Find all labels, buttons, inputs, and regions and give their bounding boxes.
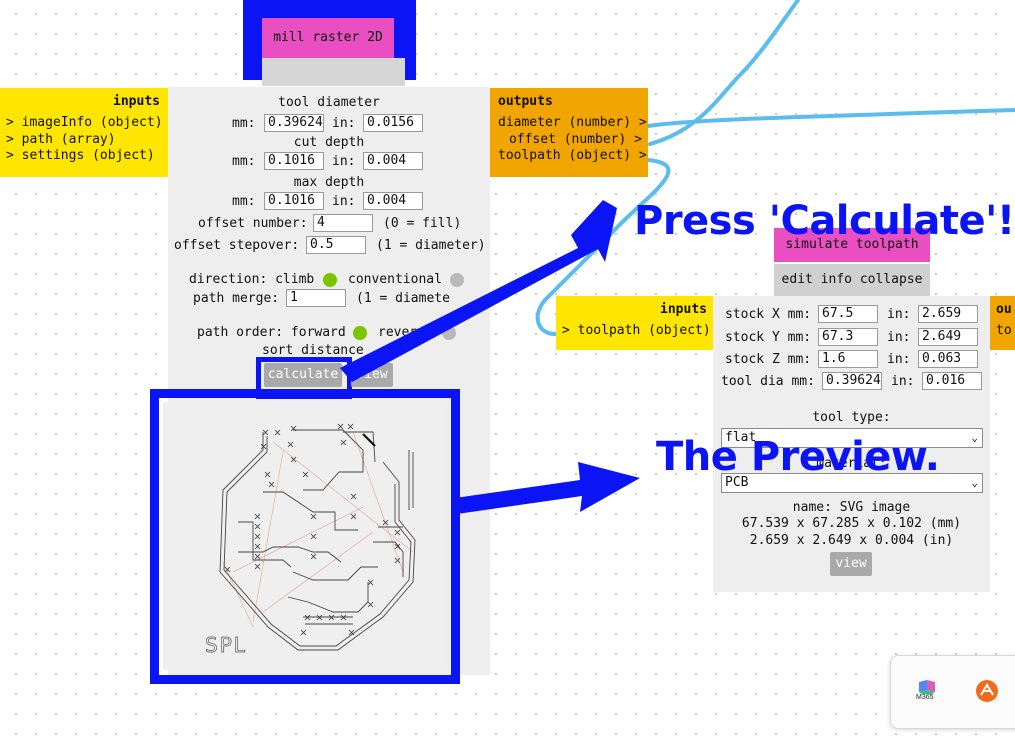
input-port-settings[interactable]: > settings (object) — [6, 148, 155, 163]
sim-view-button[interactable]: view — [830, 552, 872, 576]
sort-distance-label: sort distance — [262, 343, 364, 358]
path-order-forward-radio[interactable] — [353, 326, 367, 340]
tool-diameter-in-label: in: — [332, 116, 356, 131]
mill-title-button[interactable]: mill raster 2D — [262, 18, 394, 58]
max-depth-in-input[interactable]: 0.004 — [363, 192, 423, 210]
output-port-offset[interactable]: offset (number) > — [508, 131, 642, 147]
sim-name-line: name: SVG image — [792, 500, 911, 515]
m365-label: M365 — [915, 694, 935, 701]
preview-arrow — [455, 462, 640, 514]
calculate-button[interactable]: calculate — [264, 363, 342, 387]
mill-outputs-heading: outputs — [498, 94, 553, 109]
stock-z-in-label: in: — [887, 352, 911, 367]
direction-label: direction: climb — [189, 272, 315, 287]
stock-x-in-input[interactable]: 2.659 — [918, 305, 978, 323]
offset-stepover-hint: (1 = diameter) — [376, 238, 486, 253]
stock-z-mm-input[interactable]: 1.6 — [818, 350, 878, 368]
cut-depth-mm-input[interactable]: 0.1016 — [264, 152, 324, 170]
material-value: PCB — [725, 475, 749, 490]
direction-conventional-radio[interactable] — [450, 273, 464, 287]
output-port-diameter[interactable]: diameter (number) > — [498, 115, 647, 130]
stock-x-mm-input[interactable]: 67.5 — [818, 305, 878, 323]
path-merge-input[interactable]: 1 — [286, 289, 346, 307]
sim-tabs[interactable]: edit info collapse — [781, 272, 923, 287]
offset-number-label: offset number: — [198, 216, 308, 231]
mill-outputs: outputs diameter (number) > offset (numb… — [490, 88, 648, 177]
tool-dia-in-label: in: — [891, 374, 915, 389]
tool-diameter-mm-input[interactable]: 0.39624 — [264, 114, 324, 132]
path-order-label: path order: forward — [197, 325, 346, 340]
output-port-toolpath[interactable]: toolpath (object) > — [498, 148, 647, 163]
sim-inputs-heading: inputs — [660, 302, 707, 317]
tool-dia-in-input[interactable]: 0.016 — [922, 372, 982, 390]
stock-x-label: stock X mm: — [725, 307, 812, 322]
offset-number-hint: (0 = fill) — [383, 216, 462, 231]
stock-y-label: stock Y mm: — [725, 330, 812, 345]
input-port-imageinfo[interactable]: > imageInfo (object) — [6, 115, 163, 130]
sim-tabs-bar — [774, 264, 930, 296]
mill-title-shadow — [262, 58, 405, 86]
offset-number-input[interactable]: 4 — [313, 214, 373, 232]
sim-outputs: ou to — [990, 296, 1015, 350]
sim-in-line: 2.659 x 2.649 x 0.004 (in) — [749, 533, 954, 548]
direction-climb-radio[interactable] — [323, 273, 337, 287]
path-merge-hint: (1 = diamete — [356, 291, 450, 306]
preview-signature: SPL — [205, 633, 247, 657]
toolpath-preview-image: SPL — [205, 423, 416, 657]
cut-depth-in-input[interactable]: 0.004 — [363, 152, 423, 170]
stock-z-label: stock Z mm: — [725, 352, 812, 367]
max-depth-mm-input[interactable]: 0.1016 — [264, 192, 324, 210]
annotation-press-calculate: Press 'Calculate'! — [634, 198, 1015, 244]
sim-outputs-heading: ou — [996, 302, 1012, 317]
tool-diameter-in-input[interactable]: 0.0156 — [363, 114, 423, 132]
tool-diameter-mm-label: mm: — [232, 116, 256, 131]
m365-copilot-icon[interactable]: M365 — [915, 678, 939, 702]
material-label: material: — [816, 456, 887, 471]
cut-depth-in-label: in: — [332, 154, 356, 169]
max-depth-in-label: in: — [332, 194, 356, 209]
tool-type-select[interactable]: flat ⌄ — [721, 428, 983, 448]
max-depth-label: max depth — [293, 175, 365, 190]
stock-y-mm-input[interactable]: 67.3 — [818, 328, 878, 346]
stock-y-in-label: in: — [887, 330, 911, 345]
mill-inputs-heading: inputs — [113, 94, 160, 109]
tool-type-value: flat — [725, 430, 757, 445]
tool-dia-label: tool dia mm: — [721, 374, 815, 389]
tool-type-label: tool type: — [812, 410, 891, 425]
sim-inputs: inputs > toolpath (object) — [556, 296, 713, 350]
direction-conventional-label: conventional — [348, 272, 442, 287]
max-depth-mm-label: mm: — [232, 194, 256, 209]
taskbar-tray: M365 — [890, 655, 1015, 729]
orange-app-icon[interactable] — [975, 679, 999, 703]
cut-depth-mm-label: mm: — [232, 154, 256, 169]
cut-depth-label: cut depth — [293, 135, 365, 150]
stock-y-in-input[interactable]: 2.649 — [918, 328, 978, 346]
sim-title-button[interactable]: simulate toolpath — [774, 228, 930, 262]
sim-output-port[interactable]: to — [996, 323, 1012, 338]
chevron-down-icon: ⌄ — [971, 476, 978, 489]
stock-z-in-input[interactable]: 0.063 — [918, 350, 978, 368]
offset-stepover-input[interactable]: 0.5 — [306, 236, 366, 254]
sim-mm-line: 67.539 x 67.285 x 0.102 (mm) — [741, 516, 962, 531]
annotation-the-preview: The Preview. — [656, 434, 940, 480]
tool-dia-mm-input[interactable]: 0.39624 — [822, 372, 882, 390]
stock-x-in-label: in: — [887, 307, 911, 322]
sim-input-port-toolpath[interactable]: > toolpath (object) — [562, 323, 711, 338]
material-select[interactable]: PCB ⌄ — [721, 473, 983, 493]
offset-stepover-label: offset stepover: — [174, 238, 300, 253]
preview-highlight-frame — [150, 389, 460, 684]
calculate-arrow — [340, 200, 617, 382]
input-port-path[interactable]: > path (array) — [6, 131, 116, 147]
mill-inputs: inputs > imageInfo (object) > path (arra… — [0, 88, 168, 177]
chevron-down-icon: ⌄ — [971, 431, 978, 444]
path-merge-label: path merge: — [193, 291, 280, 306]
tool-diameter-label: tool diameter — [278, 95, 380, 110]
